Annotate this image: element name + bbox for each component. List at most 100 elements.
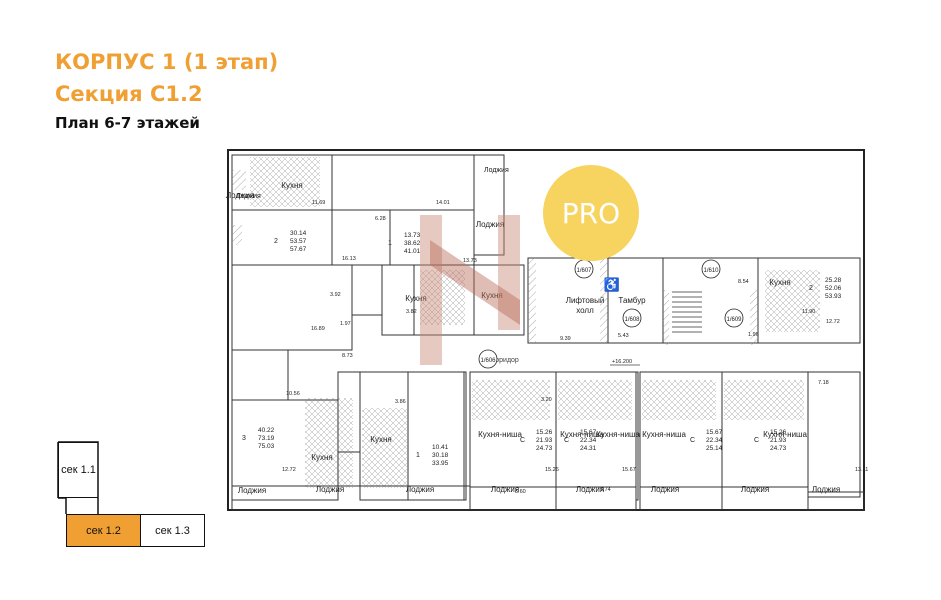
apartment-rooms: 2 xyxy=(809,285,813,292)
room-area-label: 1.96 xyxy=(748,332,759,338)
loggia-label: Лоджия xyxy=(651,485,679,494)
code-marker xyxy=(622,308,642,328)
room-area-label: 7.18 xyxy=(818,380,829,386)
code-marker xyxy=(701,259,721,279)
room-area-label: 8.73 xyxy=(342,353,353,359)
room-label: Кухня-ниша xyxy=(478,430,522,439)
apartment-area-total: 30.18 xyxy=(432,452,449,459)
apartment-rooms: С xyxy=(690,437,695,444)
room-label: Кухня xyxy=(311,453,332,462)
wall-hatch xyxy=(528,258,536,343)
building-title: КОРПУС 1 (1 этап) xyxy=(55,50,279,74)
tiled-zone xyxy=(420,270,465,325)
room-area-label: 15.67 xyxy=(622,467,636,473)
loggia-label: Лоджия xyxy=(741,485,769,494)
apartment-area-full: 57.67 xyxy=(290,246,307,253)
floor-plan-title: План 6-7 этажей xyxy=(55,114,200,132)
section-key-label: сек 1.3 xyxy=(155,524,190,537)
apartment-area-full: 25.14 xyxy=(706,445,723,452)
room-label: Кухня xyxy=(769,278,790,287)
apartment-area-total: 53.57 xyxy=(290,238,307,245)
loggia-label: Лоджия xyxy=(236,193,261,200)
apartment-area-total: 38.62 xyxy=(404,240,421,247)
tiled-zone xyxy=(250,157,320,207)
room-area-label: 3.82 xyxy=(406,309,417,315)
apartment-area-full: 75.03 xyxy=(258,443,275,450)
apartment-area-living: 15.26 xyxy=(770,429,787,436)
apartment-area-living: 25.28 xyxy=(825,277,842,284)
room-outline xyxy=(231,209,333,266)
room-area-label: 1.97 xyxy=(340,321,351,327)
apartment-area-living: 15.26 xyxy=(536,429,553,436)
room-outline xyxy=(231,349,289,401)
apartment-rooms: С xyxy=(520,437,525,444)
apartment-area-total: 22.34 xyxy=(706,437,723,444)
apartment-area-living: 40.22 xyxy=(258,427,275,434)
apartment-area-living: 13.73 xyxy=(404,232,421,239)
room-label: Кухня-ниша xyxy=(560,430,604,439)
tiled-zone xyxy=(472,380,550,420)
apartment-area-total: 22.34 xyxy=(580,437,597,444)
room-label: Кухня-ниша xyxy=(763,430,807,439)
room-label: Кухня xyxy=(481,291,502,300)
apartment-code: 1/606 xyxy=(480,358,496,364)
apartment-rooms: С xyxy=(754,437,759,444)
apartment-area-full: 53.93 xyxy=(825,293,842,300)
common-area-label: холл xyxy=(576,306,594,315)
apartment-area-full: 24.73 xyxy=(536,445,553,452)
apartment-area-living: 30.14 xyxy=(290,230,307,237)
room-label: Кухня xyxy=(370,435,391,444)
apartment-code: 1/610 xyxy=(703,268,719,274)
apartment-area-living: 10.41 xyxy=(432,444,449,451)
apartment-rooms: С xyxy=(564,437,569,444)
loggia-label: Лоджия xyxy=(576,485,604,494)
room-label: Кухня-ниша xyxy=(596,430,640,439)
loggia-label: Лоджия xyxy=(226,191,254,200)
apartment-area-total: 52.06 xyxy=(825,285,842,292)
room-outline xyxy=(331,154,475,211)
room-area-label: 3.20 xyxy=(541,397,552,403)
code-marker xyxy=(478,349,498,369)
loggia-label: Лоджия xyxy=(316,485,344,494)
room-outline xyxy=(555,486,637,511)
level-mark: +16.200 xyxy=(612,359,632,365)
wall-hatch xyxy=(232,170,246,190)
accessibility-icon: ♿ xyxy=(604,277,620,292)
section-key-1-1[interactable]: сек 1.1 xyxy=(58,442,98,498)
tiled-zone xyxy=(724,380,804,420)
apartment-area-full: 24.73 xyxy=(770,445,787,452)
loggia-label: Лоджия xyxy=(406,485,434,494)
common-area-label: Лифтовый xyxy=(566,296,605,305)
loggia-label: Лоджия xyxy=(812,485,840,494)
room-outline xyxy=(231,264,353,351)
apartment-code: 1/609 xyxy=(726,317,742,323)
room-area-label: 3.74 xyxy=(600,487,611,493)
room-area-label: 14.01 xyxy=(436,200,450,206)
apartment-area-total: 21.93 xyxy=(536,437,553,444)
apartment-rooms: 2 xyxy=(274,238,278,245)
loggia-label: Лоджия xyxy=(491,485,519,494)
apartment-code: 1/608 xyxy=(624,317,640,323)
loggia-label: Лоджия xyxy=(476,220,504,229)
pro-badge: PRO xyxy=(543,165,639,261)
room-outline xyxy=(473,264,525,336)
tiled-zone xyxy=(305,398,353,488)
section-key-1-3[interactable]: сек 1.3 xyxy=(141,514,205,547)
room-area-label: 11.90 xyxy=(802,309,815,315)
room-area-label: 10.56 xyxy=(286,391,300,397)
apartment-area-total: 73.19 xyxy=(258,435,275,442)
room-label: Кухня-ниша xyxy=(642,430,686,439)
common-area-label: Коридор xyxy=(491,357,519,364)
room-area-label: 12.72 xyxy=(826,319,840,325)
room-outline xyxy=(463,371,467,501)
watermark-logo xyxy=(420,215,520,365)
apartment-code: 1/607 xyxy=(576,268,592,274)
section-key-1-2[interactable]: сек 1.2 xyxy=(66,514,141,547)
room-outline xyxy=(807,371,861,498)
apartment-rooms: 1 xyxy=(388,240,392,247)
room-area-label: 11.69 xyxy=(312,200,325,206)
room-area-label: 12.72 xyxy=(282,467,296,473)
loggia-label: Лоджия xyxy=(238,486,266,495)
room-outline xyxy=(231,485,471,511)
room-outline xyxy=(473,154,505,256)
